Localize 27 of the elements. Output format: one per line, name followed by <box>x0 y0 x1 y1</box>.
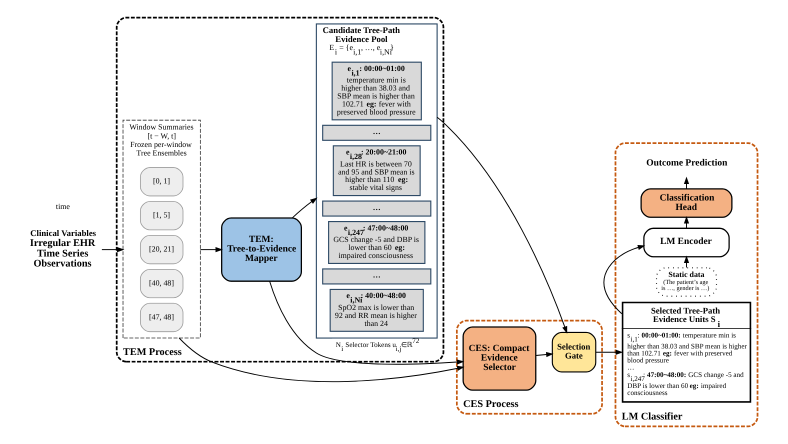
arrow <box>683 176 689 190</box>
arrow <box>436 116 567 334</box>
node-box: … <box>322 268 431 284</box>
node-box: [47, 48] <box>139 302 183 332</box>
arrow <box>291 198 318 218</box>
arrow <box>602 244 645 314</box>
label: time <box>55 202 70 211</box>
node-box: Selection Gate <box>551 332 596 372</box>
arrow <box>534 352 554 358</box>
arrow <box>683 256 689 268</box>
node-box: CES: Compact Evidence Selector <box>462 326 536 391</box>
arrow <box>594 350 623 355</box>
arrow <box>268 280 464 365</box>
node-box: [1, 5] <box>139 201 183 230</box>
node-box: [0, 1] <box>139 167 183 196</box>
arrow <box>683 216 689 228</box>
arrow <box>199 247 222 252</box>
node-box: [40, 48] <box>139 268 183 298</box>
node-box: … <box>322 124 431 141</box>
node-box: … <box>322 200 431 217</box>
node-box: LM Encoder <box>642 228 730 258</box>
node-box: [20, 21] <box>139 235 183 264</box>
node-box: TEM: Tree-to-Evidence Mapper <box>220 217 302 282</box>
node-text: Clinical Variables Irregular EHR Time Series Observations <box>29 228 96 270</box>
arrow <box>100 247 124 252</box>
node-text: Outcome Prediction <box>646 158 727 168</box>
node-box: Classification Head <box>640 188 732 218</box>
